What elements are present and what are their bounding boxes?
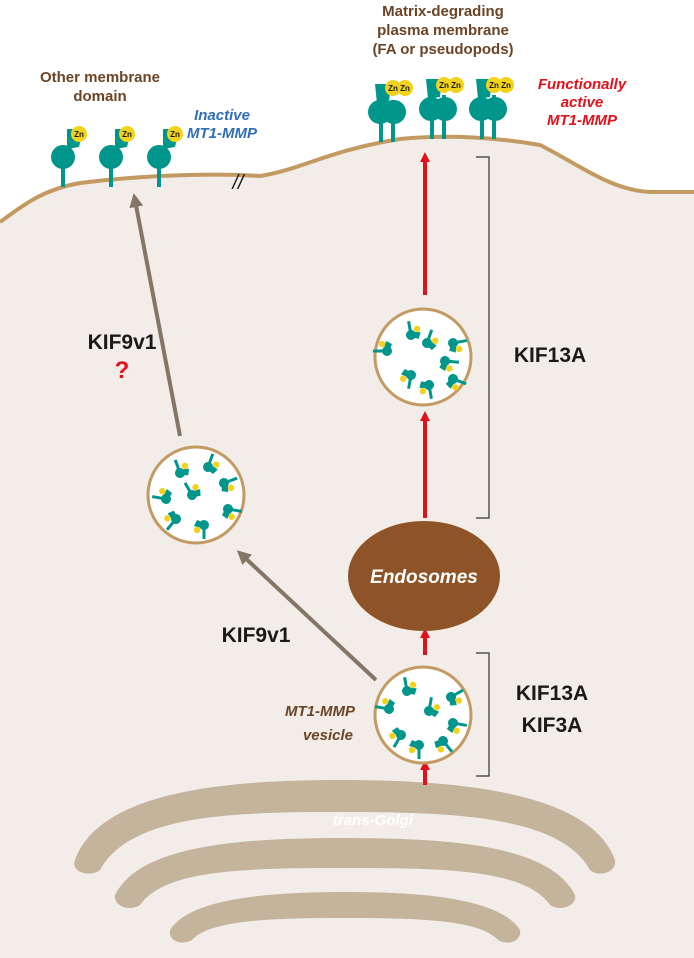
vesicle-mt1-mmp [372,665,473,765]
inactive-mt1-mmp-molecule: Zn [99,126,135,187]
gray-arrow-vesicle-to-other-domain [129,193,182,437]
inactive-label-line2: MT1-MMP [187,125,258,142]
vesicle-upper-right [371,307,473,407]
zinc-icon [71,126,87,142]
matrix-label-line3: (FA or pseudopods) [372,41,513,58]
trans-golgi-label: trans-Golgi [333,812,414,829]
golgi-cisterna [114,838,576,909]
zinc-icon [167,126,183,142]
kif3a-lower-label: KIF3A [522,714,583,737]
zinc-icon [385,80,401,96]
svg-text:Zn: Zn [170,130,180,139]
active-mt1-mmp-dimer: Zn Zn [419,77,464,139]
zinc-icon [119,126,135,142]
active-mt1-mmp-group: Zn Zn Zn Zn Zn Zn [368,77,514,142]
svg-text:Zn: Zn [439,81,449,90]
active-label-line1: Functionally [538,76,627,93]
vesicle-left [146,445,246,545]
cytoplasm [0,136,694,958]
bracket-kif13a-upper [476,156,490,519]
inactive-label-line1: Inactive [194,107,250,124]
golgi-cisterna [74,780,616,874]
endosomes-label: Endosomes [370,567,478,588]
bracket-kif13a-kif3a [476,652,490,777]
other-domain-label-line2: domain [73,88,126,105]
inactive-mt1-mmp-molecule: Zn [51,126,87,187]
svg-text:Zn: Zn [122,130,132,139]
zinc-icon [436,77,452,93]
inactive-mt1-mmp-molecule: Zn [147,126,183,187]
zinc-icon [448,77,464,93]
kif13a-lower-label: KIF13A [516,682,588,705]
inactive-mt1-mmp-group: Zn Zn Zn [51,126,183,187]
membrane-break-mark: // [230,172,246,194]
svg-text:Zn: Zn [501,81,511,90]
active-label-line3: MT1-MMP [547,112,618,129]
svg-text:Zn: Zn [388,84,398,93]
endosome [348,521,500,631]
kif9v1-lower-label: KIF9v1 [222,624,291,647]
kif13a-upper-label: KIF13A [514,344,586,367]
svg-text:Zn: Zn [74,130,84,139]
trans-golgi: trans-Golgi [74,780,616,943]
plasma-membrane [0,134,694,224]
other-domain-label-line1: Other membrane [40,69,160,86]
zinc-icon [498,77,514,93]
active-label-line2: active [561,94,604,111]
zinc-icon [397,80,413,96]
vesicle-label-line2: vesicle [303,727,353,744]
svg-text:Zn: Zn [451,81,461,90]
active-mt1-mmp-dimer: Zn Zn [469,77,514,139]
svg-text:Zn: Zn [400,84,410,93]
active-mt1-mmp-dimer: Zn Zn [368,80,413,142]
zinc-icon [486,77,502,93]
gray-arrow-vesicle-to-vesicle [236,550,378,682]
matrix-label-line2: plasma membrane [377,22,509,39]
svg-text:Zn: Zn [489,81,499,90]
golgi-cisterna [169,892,521,943]
matrix-label-line1: Matrix-degrading [382,3,504,20]
vesicle-label-line1: MT1-MMP [285,703,356,720]
kif9v1-upper-label: KIF9v1 [88,331,157,354]
question-mark: ? [115,357,130,384]
